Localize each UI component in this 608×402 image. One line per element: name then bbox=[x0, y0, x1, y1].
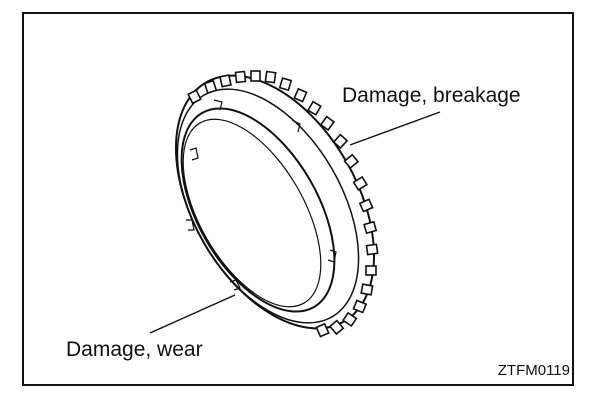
ring-inner-lip bbox=[182, 118, 322, 308]
ring-inner-bore bbox=[180, 107, 336, 313]
ring-slots bbox=[186, 99, 337, 291]
leader-line-breakage bbox=[349, 111, 441, 146]
label-damage-breakage: Damage, breakage bbox=[342, 84, 521, 107]
ring-face-edge bbox=[176, 88, 360, 324]
ring-teeth bbox=[187, 70, 379, 338]
figure-code: ZTFM0119 bbox=[497, 362, 570, 379]
leader-line-wear bbox=[149, 294, 236, 334]
figure-frame bbox=[22, 12, 574, 386]
label-damage-wear: Damage, wear bbox=[66, 338, 203, 361]
